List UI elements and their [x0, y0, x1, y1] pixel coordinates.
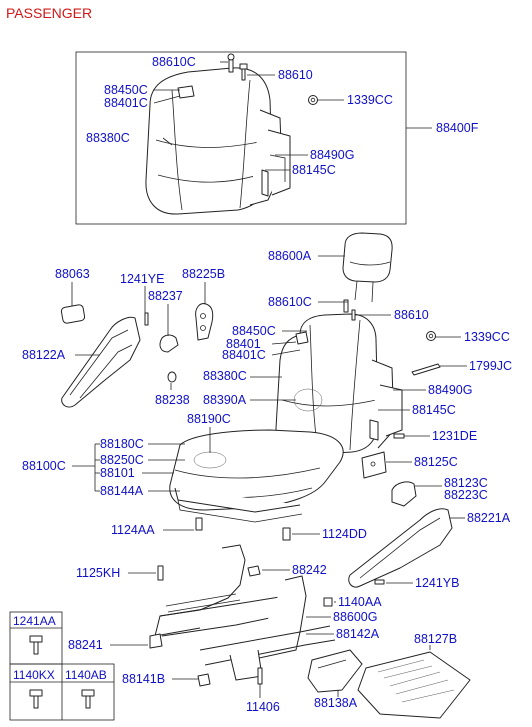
callout-label: 1799JC — [469, 359, 512, 373]
callout-label: 88141B — [122, 672, 165, 686]
callout-label: 88125C — [414, 455, 458, 469]
callout-label: 88401C — [104, 96, 148, 110]
callout-label: 1125KH — [76, 566, 120, 580]
callout-label: 88450C — [232, 324, 276, 338]
callout-label: 88610 — [394, 308, 429, 322]
callout-label: 88490G — [428, 383, 472, 397]
callout-label: 88145C — [292, 163, 336, 177]
callout-label: 88250C — [100, 453, 144, 467]
callout-label: 88241 — [68, 638, 103, 652]
callout-label: 88600G — [333, 610, 377, 624]
callout-label: 88380C — [203, 369, 247, 383]
table-cell-label: 1140AB — [65, 668, 107, 682]
seat-track-drawing — [149, 517, 471, 719]
callout-label: 88123C — [444, 476, 488, 490]
callout-label: 88401C — [222, 348, 266, 362]
seat-cushion-drawing — [169, 429, 344, 523]
callout-label: 88223C — [444, 488, 488, 502]
headrest-drawing — [342, 232, 393, 303]
bolt-icon — [29, 635, 43, 655]
fastener-table: 1241AA 1140KX 1140AB — [9, 611, 115, 721]
seatback-group-box — [75, 51, 407, 225]
callout-label: 88144A — [100, 484, 144, 498]
callout-label: 88100C — [22, 459, 66, 473]
callout-label: 88237 — [148, 289, 183, 303]
bolt-icon — [81, 689, 95, 709]
callout-label: 88238 — [155, 393, 190, 407]
callout-label: 88190C — [187, 412, 231, 426]
callout-label: 1339CC — [347, 93, 393, 107]
callout-label: 1140AA — [338, 595, 382, 609]
callout-label: 88490G — [310, 148, 354, 162]
callout-label: 88122A — [22, 348, 66, 362]
table-cell-label: 1140KX — [13, 668, 55, 682]
callout-label: 1124DD — [322, 527, 367, 541]
upper-seatback-drawing — [145, 53, 318, 215]
callout-label: 88063 — [55, 267, 90, 281]
callout-label: 88142A — [336, 627, 380, 641]
callout-label: 88610C — [152, 55, 196, 69]
callout-labels: 88610C 88610 88450C 88401C 1339CC 88380C… — [22, 55, 512, 714]
callout-label: 88401 — [226, 337, 261, 351]
callout-label: 1241YE — [120, 272, 164, 286]
diagram-title: PASSENGER — [6, 5, 92, 21]
callout-label: 88450C — [104, 83, 148, 97]
table-cell-label: 1241AA — [13, 614, 56, 628]
leader-lines — [71, 61, 467, 698]
callout-label: 88610 — [278, 68, 313, 82]
callout-label: 88390A — [203, 393, 247, 407]
callout-label: 88225B — [182, 267, 225, 281]
callout-label: 88180C — [100, 437, 144, 451]
callout-label: 11406 — [246, 700, 280, 714]
callout-label: 88380C — [86, 131, 130, 145]
callout-label: 88127B — [414, 632, 457, 646]
callout-label: 88600A — [268, 249, 312, 263]
callout-label: 88221A — [467, 511, 511, 525]
callout-label: 88138A — [314, 696, 358, 710]
right-side-parts-drawing — [348, 451, 453, 588]
bolt-icon — [29, 689, 43, 709]
left-side-parts-drawing — [60, 303, 214, 408]
main-seatback-drawing — [275, 299, 441, 456]
callout-label: 88610C — [268, 295, 312, 309]
callout-label: 1241YB — [415, 576, 459, 590]
callout-label: 88242 — [292, 563, 327, 577]
callout-label: 88400F — [436, 121, 479, 135]
callout-label: 88101 — [100, 466, 135, 480]
callout-label: 1124AA — [111, 523, 155, 537]
callout-label: 88145C — [412, 403, 456, 417]
callout-label: 1231DE — [432, 429, 477, 443]
callout-label: 1339CC — [464, 330, 510, 344]
